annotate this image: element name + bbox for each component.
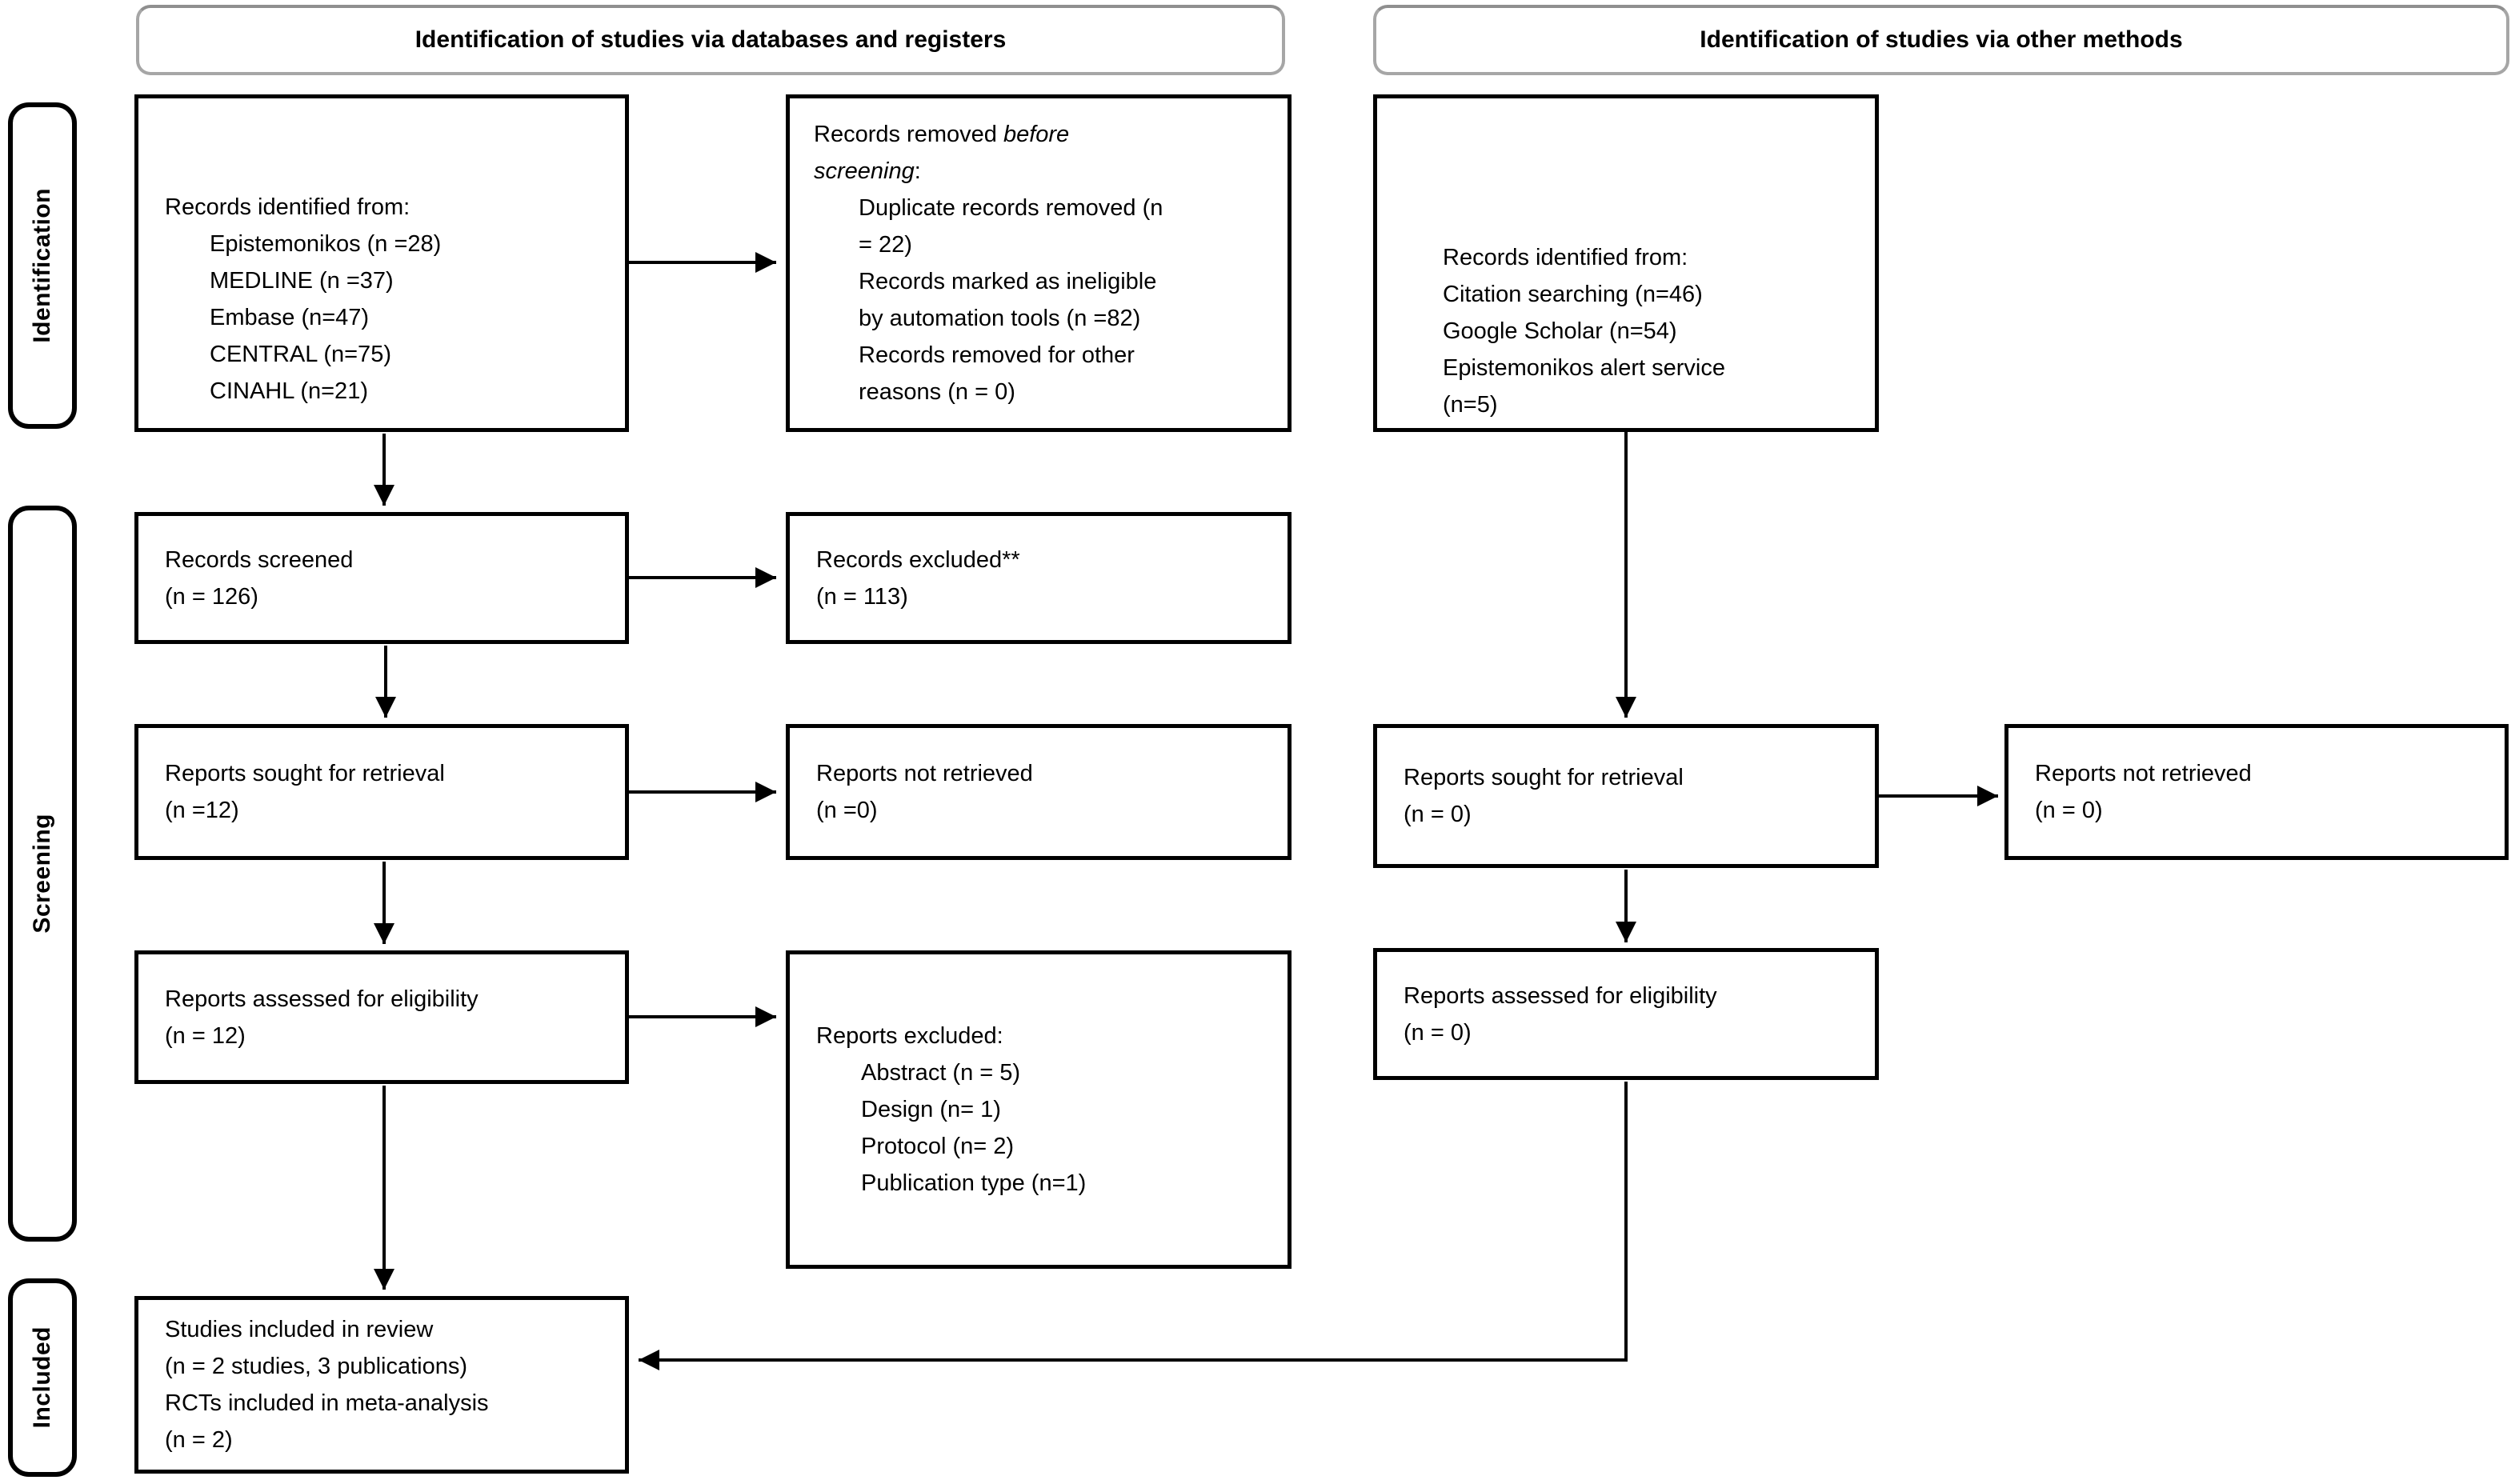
header-other-methods-label: Identification of studies via other meth… [1700, 26, 2183, 53]
box-records-identified-other: Records identified from: Citation search… [1373, 94, 1879, 432]
box-count: (n =0) [816, 798, 878, 823]
box-title: Records excluded** [816, 546, 1020, 573]
box-title: Records screened [165, 546, 354, 573]
header-databases-label: Identification of studies via databases … [414, 26, 1007, 53]
box-title: Reports not retrieved [2035, 761, 2252, 786]
box-title: RCTs included in meta-analysis [165, 1390, 489, 1416]
box-reports-not-retrieved-databases: Reports not retrieved (n =0) [786, 724, 1292, 860]
box-studies-included: Studies included in review (n = 2 studie… [134, 1296, 629, 1474]
removed-item: Records marked as ineligible by automati… [859, 269, 1157, 331]
box-text: Records identified from: Epistemonikos (… [138, 189, 625, 410]
box-count: (n = 2) [165, 1427, 233, 1453]
title-italic: before screening [814, 122, 1070, 184]
box-title: Reports excluded: [816, 1023, 1003, 1049]
box-title: Reports sought for retrieval [165, 761, 445, 786]
source-item: Epistemonikos alert service (n=5) [1443, 355, 1725, 418]
removed-item: Records removed for other reasons (n = 0… [859, 342, 1135, 405]
box-text: Reports assessed for eligibility (n = 0) [1377, 978, 1875, 1051]
box-title: Reports assessed for eligibility [1404, 982, 1717, 1009]
excluded-item: Design (n= 1) [861, 1097, 1001, 1122]
source-item: CENTRAL (n=75) [210, 342, 391, 367]
box-text: Records removed before screening: Duplic… [790, 116, 1288, 410]
stage-included-text: Included [29, 1326, 55, 1429]
box-reports-assessed-databases: Reports assessed for eligibility (n = 12… [134, 950, 629, 1084]
stage-screening-text: Screening [29, 814, 55, 934]
source-item: Epistemonikos (n =28) [210, 231, 442, 257]
excluded-item: Protocol (n= 2) [861, 1134, 1015, 1159]
box-title: Studies included in review [165, 1317, 434, 1342]
source-item: Google Scholar (n=54) [1443, 318, 1677, 344]
box-records-screened: Records screened (n = 126) [134, 512, 629, 644]
box-reports-assessed-other: Reports assessed for eligibility (n = 0) [1373, 948, 1879, 1080]
source-item: Embase (n=47) [210, 305, 370, 330]
box-count: (n = 126) [165, 583, 258, 610]
box-count: (n = 0) [2035, 798, 2103, 823]
box-title: Reports sought for retrieval [1404, 765, 1684, 790]
box-reports-not-retrieved-other: Reports not retrieved (n = 0) [2004, 724, 2509, 860]
box-text: Reports sought for retrieval (n =12) [138, 755, 625, 829]
box-text: Reports not retrieved (n =0) [790, 755, 1288, 829]
box-text: Records screened (n = 126) [138, 542, 625, 615]
box-title: Records identified from: [1443, 245, 1688, 270]
box-reports-sought-databases: Reports sought for retrieval (n =12) [134, 724, 629, 860]
source-item: MEDLINE (n =37) [210, 268, 394, 294]
box-count: (n = 113) [816, 583, 908, 610]
box-text: Reports excluded: Abstract (n = 5) Desig… [790, 1018, 1288, 1202]
source-item: Citation searching (n=46) [1443, 282, 1703, 307]
box-count: (n = 0) [1404, 802, 1472, 827]
box-reports-excluded: Reports excluded: Abstract (n = 5) Desig… [786, 950, 1292, 1269]
title-suffix: : [914, 158, 921, 184]
header-databases-registers: Identification of studies via databases … [136, 5, 1285, 75]
removed-item: Duplicate records removed (n = 22) [859, 195, 1163, 258]
box-text: Records identified from: Citation search… [1377, 239, 1875, 423]
title-prefix: Records removed [814, 122, 1003, 147]
excluded-item: Publication type (n=1) [861, 1170, 1087, 1196]
stage-label-identification: Identification [8, 102, 77, 429]
box-records-removed-before-screening: Records removed before screening: Duplic… [786, 94, 1292, 432]
stage-label-included: Included [8, 1278, 77, 1477]
box-count: (n = 2 studies, 3 publications) [165, 1354, 468, 1379]
box-text: Studies included in review (n = 2 studie… [138, 1311, 625, 1458]
box-count: (n =12) [165, 798, 239, 823]
box-text: Reports sought for retrieval (n = 0) [1377, 759, 1875, 833]
header-other-methods: Identification of studies via other meth… [1373, 5, 2509, 75]
excluded-item: Abstract (n = 5) [861, 1060, 1021, 1086]
stage-label-screening: Screening [8, 506, 77, 1242]
box-text: Reports assessed for eligibility (n = 12… [138, 981, 625, 1054]
box-text: Records excluded** (n = 113) [790, 542, 1288, 615]
box-count: (n = 12) [165, 1022, 246, 1049]
box-reports-sought-other: Reports sought for retrieval (n = 0) [1373, 724, 1879, 868]
box-records-identified-databases: Records identified from: Epistemonikos (… [134, 94, 629, 432]
box-count: (n = 0) [1404, 1019, 1472, 1046]
box-text: Reports not retrieved (n = 0) [2008, 755, 2505, 829]
stage-identification-text: Identification [29, 188, 55, 343]
box-records-excluded: Records excluded** (n = 113) [786, 512, 1292, 644]
box-title: Records removed before screening: [814, 116, 1172, 190]
box-title: Reports not retrieved [816, 761, 1033, 786]
box-title: Records identified from: [165, 194, 410, 220]
source-item: CINAHL (n=21) [210, 378, 368, 404]
box-title: Reports assessed for eligibility [165, 986, 479, 1012]
